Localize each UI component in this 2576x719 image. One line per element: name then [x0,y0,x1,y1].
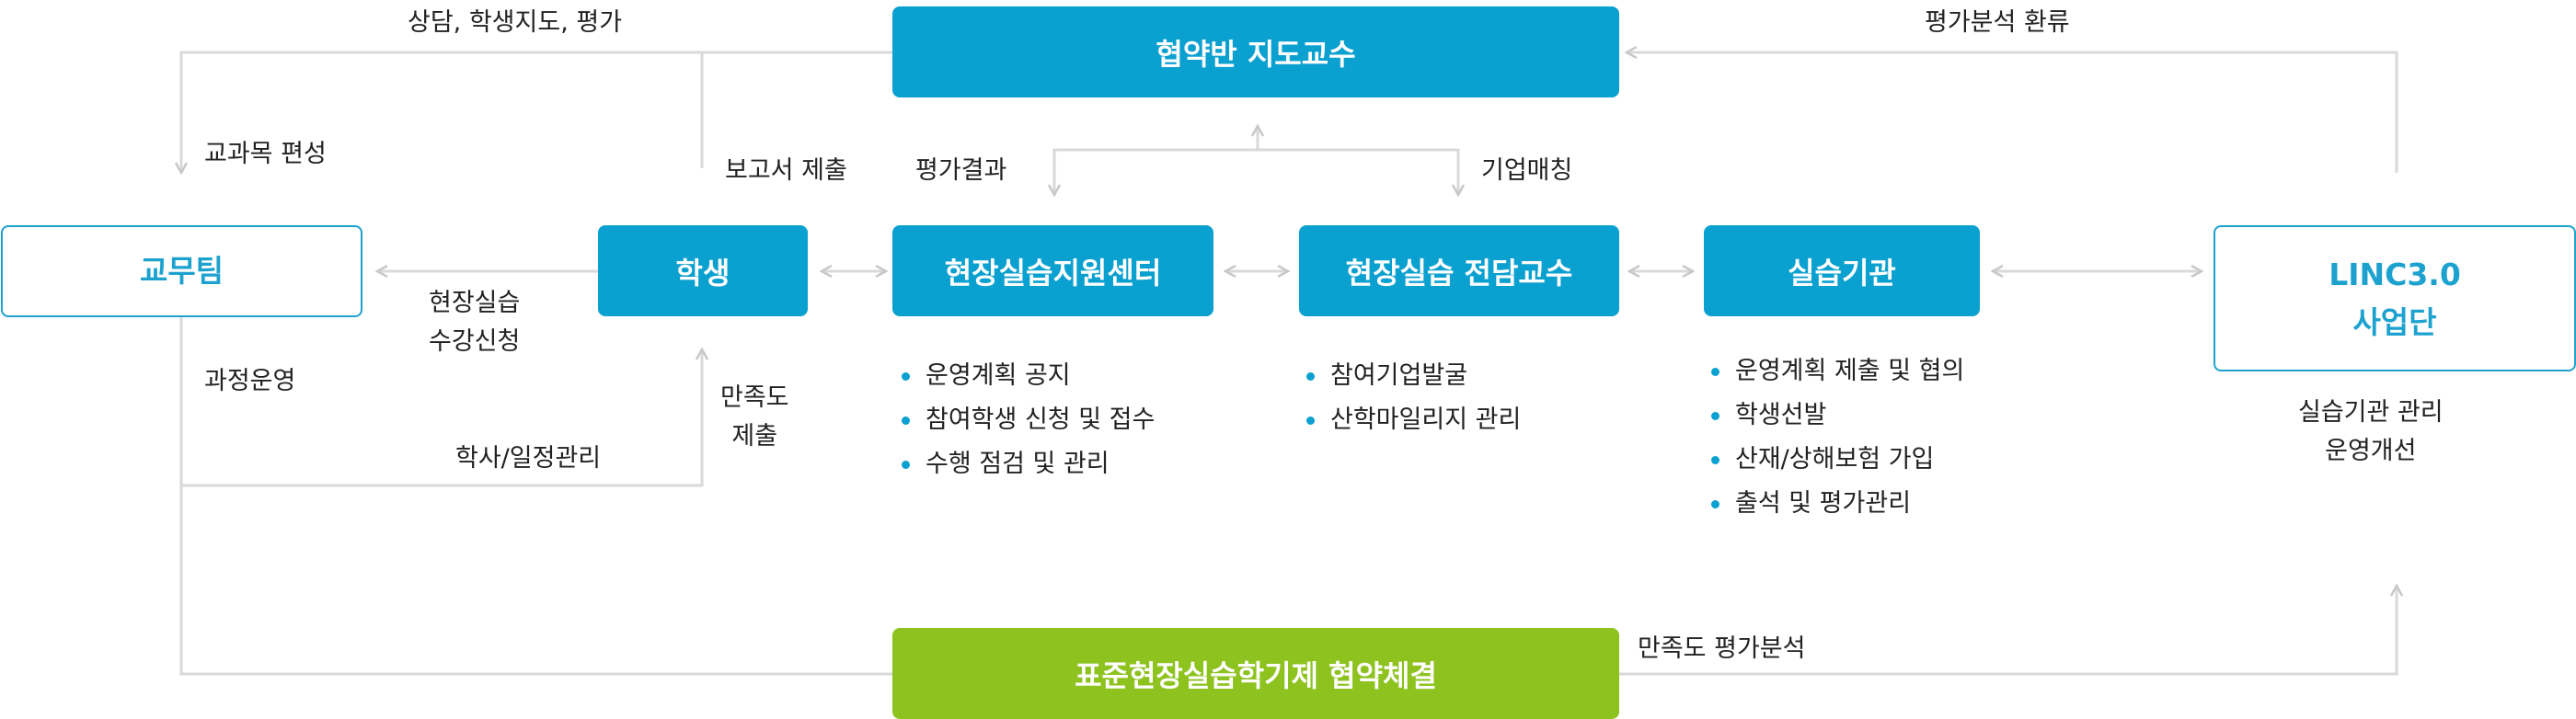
advisor-professor-box: 협약반 지도교수 [892,6,1619,97]
list-item: 학생선발 [1709,394,1964,438]
agreement-line [179,485,892,676]
practice-institution-box: 실습기관 [1704,225,1980,316]
course-ops-label: 과정운영 [204,367,296,395]
professor-task-list: 참여기업발굴 산학마일리지 관리 [1305,354,1521,442]
matching-label: 기업매칭 [1481,156,1573,185]
eval-result-label: 평가결과 [915,156,1007,185]
satisfaction-analysis-label: 만족도 평가분석 [1638,634,1806,663]
list-item: 수행 점검 및 관리 [900,442,1155,486]
list-item: 산재/상해보험 가입 [1709,438,1964,482]
list-item: 출석 및 평가관리 [1709,482,1964,526]
matching-arrow [1258,148,1458,195]
student-box: 학생 [598,225,808,316]
center-task-list: 운영계획 공지 참여학생 신청 및 접수 수행 점검 및 관리 [900,354,1155,486]
dedicated-professor-box: 현장실습 전담교수 [1299,225,1619,316]
schedule-arrow [179,317,702,487]
enroll-label: 현장실습 수강신청 [429,289,521,356]
list-item: 운영계획 제출 및 협의 [1709,349,1964,394]
list-item: 산학마일리지 관리 [1305,398,1521,442]
list-item: 참여학생 신청 및 접수 [900,398,1155,442]
counseling-label: 상담, 학생지도, 평가 [408,8,623,37]
linc-box: LINC3.0 사업단 [2214,225,2576,371]
feedback-label: 평가분석 환류 [1925,8,2070,37]
feedback-arrow [1627,52,2398,173]
eval-result-arrow [1054,126,1259,195]
agreement-box: 표준현장실습학기제 협약체결 [892,628,1619,719]
schedule-label: 학사/일정관리 [455,444,602,473]
institution-task-list: 운영계획 제출 및 협의 학생선발 산재/상해보험 가입 출석 및 평가관리 [1709,349,1964,526]
satisfaction-analysis-arrow [1619,586,2397,676]
list-item: 참여기업발굴 [1305,354,1521,398]
curriculum-label: 교과목 편성 [204,140,327,168]
linc-tasks-label: 실습기관 관리 운영개선 [2298,398,2444,465]
field-practice-center-box: 현장실습지원센터 [892,225,1213,316]
curriculum-arrow [181,51,892,173]
report-label: 보고서 제출 [725,156,847,185]
academic-affairs-team-box: 교무팀 [1,225,362,317]
list-item: 운영계획 공지 [900,354,1155,398]
satisfaction-submit-label: 만족도 제출 [720,383,789,451]
